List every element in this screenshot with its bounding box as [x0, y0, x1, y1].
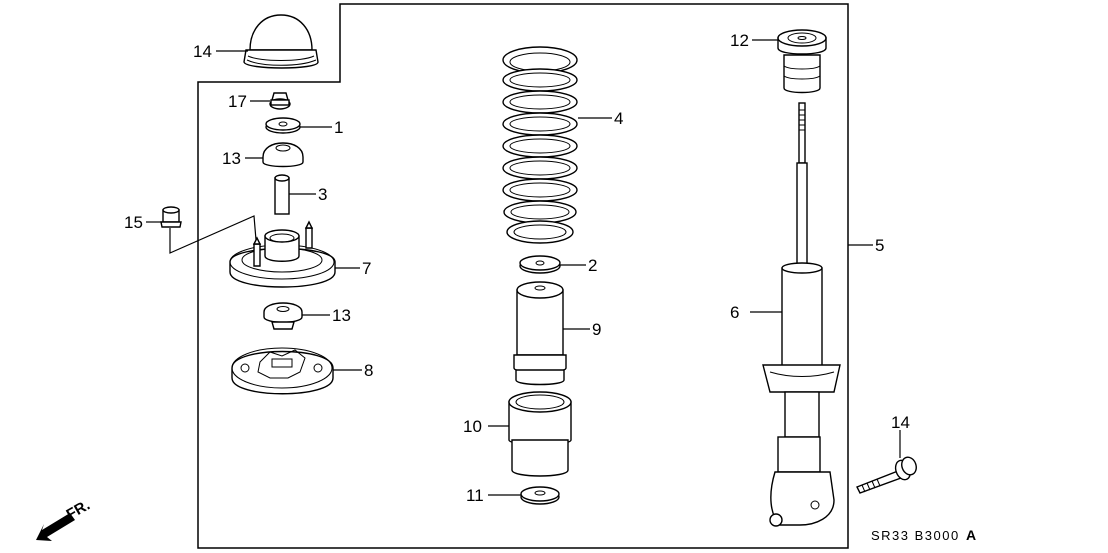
- part-14-shock-cap[interactable]: [243, 14, 319, 69]
- callout-10[interactable]: 10: [463, 417, 482, 436]
- part-11-bump-stop-plate[interactable]: [520, 486, 560, 505]
- callout-3[interactable]: 3: [318, 185, 327, 204]
- callout-13-lower[interactable]: 13: [332, 306, 351, 325]
- part-7-mounting-base[interactable]: [229, 220, 336, 288]
- callout-6[interactable]: 6: [730, 303, 739, 322]
- part-17-self-locking-nut[interactable]: [269, 92, 291, 110]
- part-13-mounting-rubber-upper[interactable]: [262, 142, 304, 168]
- part-2-spring-seat-washer[interactable]: [519, 255, 561, 274]
- part-9-dust-cover[interactable]: [513, 281, 567, 386]
- part-6-shock-absorber-unit[interactable]: [762, 102, 841, 527]
- callout-17[interactable]: 17: [228, 92, 247, 111]
- callout-2[interactable]: 2: [588, 256, 597, 275]
- part-13-mounting-rubber-lower[interactable]: [263, 302, 303, 330]
- callout-15[interactable]: 14: [891, 413, 910, 432]
- assembly-frame: [197, 3, 849, 549]
- callout-1[interactable]: 1: [334, 118, 343, 137]
- part-4-coil-spring[interactable]: [502, 46, 578, 244]
- leader-16-to-stud: [169, 215, 257, 254]
- callout-16[interactable]: 15: [124, 213, 143, 232]
- callout-11[interactable]: 11: [466, 486, 484, 505]
- part-8-spring-mounting-rubber[interactable]: [231, 347, 334, 395]
- callout-5[interactable]: 5: [875, 236, 884, 255]
- front-direction-arrow-icon: [36, 513, 75, 541]
- part-10-bump-stop[interactable]: [508, 391, 572, 477]
- part-1-washer[interactable]: [265, 117, 301, 134]
- drawing-revision: A: [966, 527, 976, 543]
- part-3-collar[interactable]: [274, 174, 290, 215]
- callout-14[interactable]: 14: [193, 42, 212, 61]
- callout-7[interactable]: 7: [362, 259, 371, 278]
- part-12-bump-stop-cap[interactable]: [777, 29, 827, 94]
- drawing-code: SR33 B3000: [871, 528, 960, 543]
- callout-8[interactable]: 8: [364, 361, 373, 380]
- callout-13-upper[interactable]: 13: [222, 149, 241, 168]
- callout-12[interactable]: 12: [730, 31, 749, 50]
- part-15-flange-bolt[interactable]: [856, 455, 919, 494]
- callout-9[interactable]: 9: [592, 320, 601, 339]
- callout-4[interactable]: 4: [614, 109, 623, 128]
- part-16-flange-nut[interactable]: [160, 206, 182, 228]
